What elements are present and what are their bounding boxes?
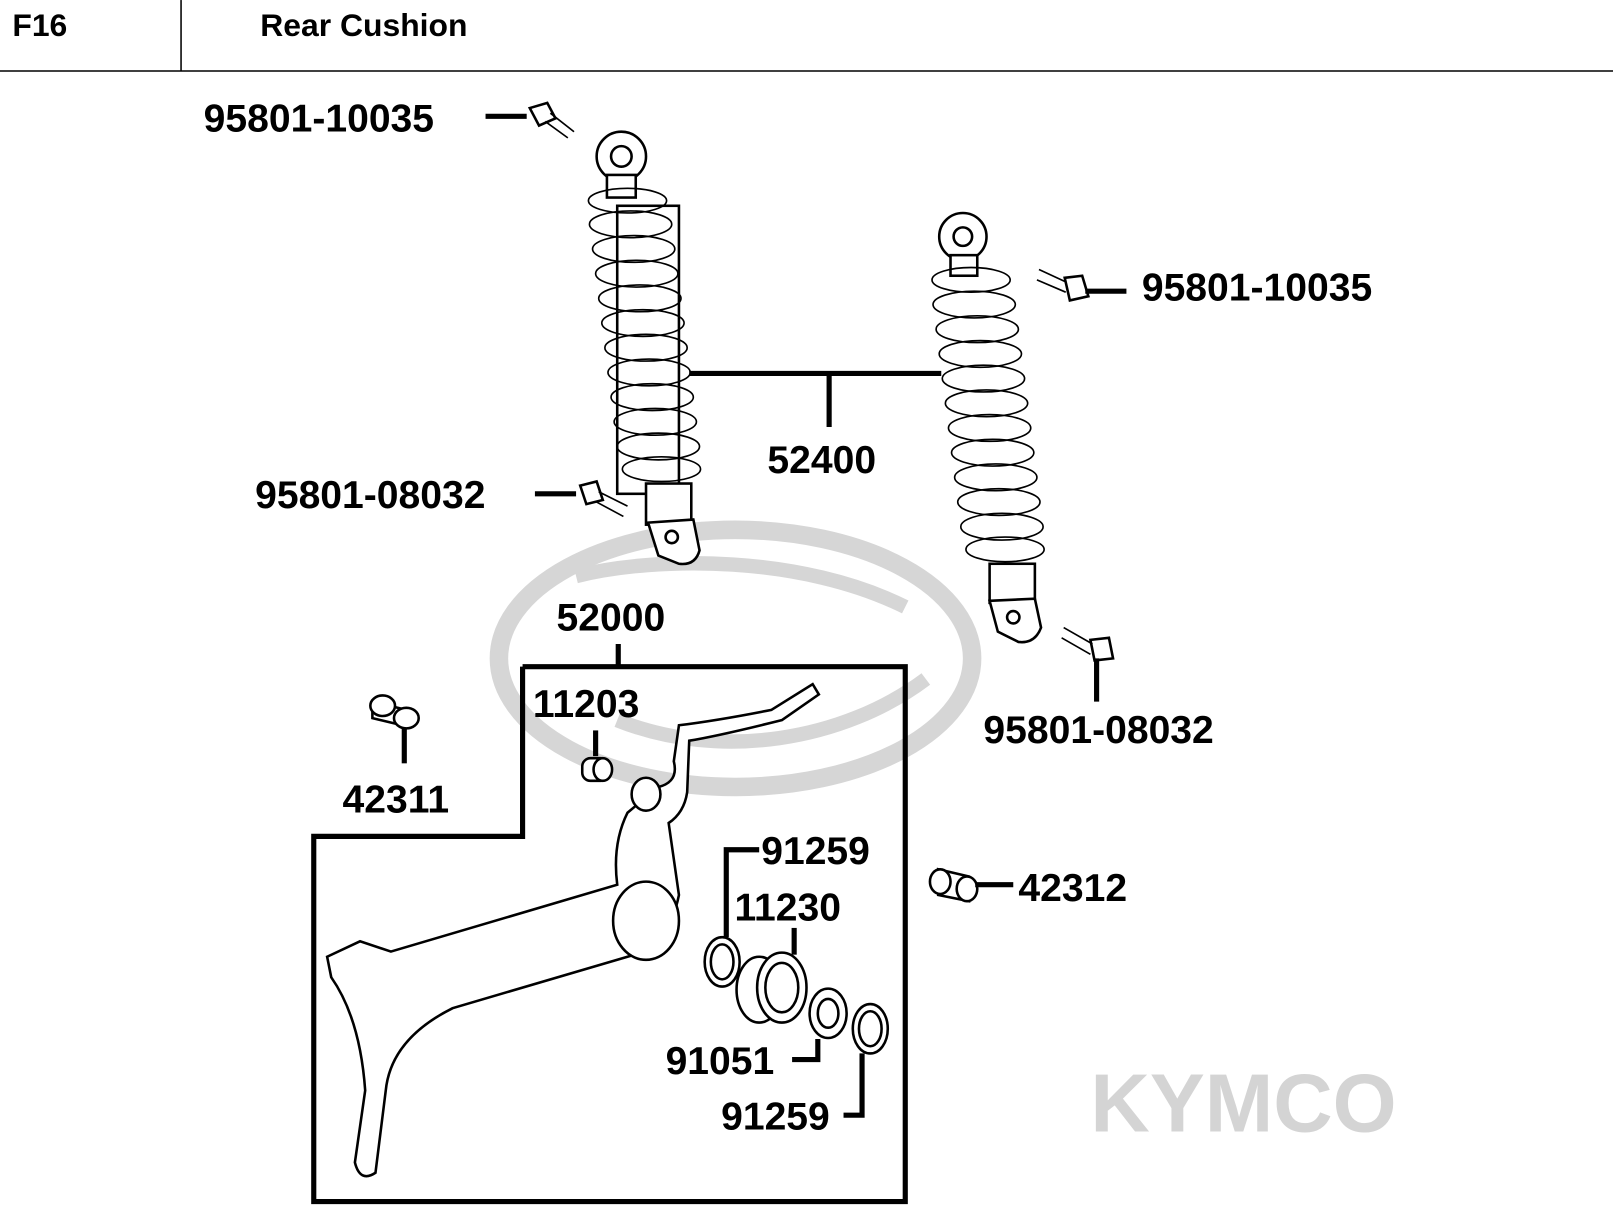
label-oil-seal-top: 91259	[761, 830, 870, 873]
label-oil-seal-bottom: 91259	[721, 1096, 830, 1139]
oil-seal-91259-bottom	[851, 1002, 890, 1055]
bushing-11230	[735, 951, 808, 1024]
label-collar-small: 11203	[533, 683, 640, 726]
label-bolt-top-left: 95801-10035	[204, 98, 434, 141]
collar-42312	[928, 867, 979, 903]
collar-42311	[369, 694, 420, 730]
small-parts	[369, 694, 979, 1055]
leader-lines	[401, 113, 1127, 1118]
rear-cushion-left	[587, 130, 702, 566]
label-collar-right: 42312	[1018, 867, 1127, 910]
label-bolt-bottom-left: 95801-08032	[255, 474, 485, 517]
rear-cushion-right	[931, 211, 1045, 644]
kymco-watermark-logo	[489, 520, 982, 797]
header: F16 Rear Cushion	[0, 0, 1613, 72]
label-bearing: 91051	[666, 1040, 775, 1083]
page-title: Rear Cushion	[260, 7, 467, 43]
oil-seal-91259-top	[703, 935, 741, 988]
bearing-91051	[808, 987, 848, 1040]
label-bracket-assy: 52000	[557, 597, 666, 640]
watermark-brand-text: KYMCO	[1090, 1059, 1396, 1150]
label-bolt-bottom-right: 95801-08032	[983, 709, 1213, 752]
bolt-icons	[527, 101, 1115, 662]
section-code: F16	[12, 7, 67, 43]
label-bushing: 11230	[734, 887, 841, 930]
bracket-assembly	[325, 682, 821, 1178]
label-rear-cushion: 52400	[767, 439, 876, 482]
label-collar-left: 42311	[343, 779, 450, 822]
label-bolt-top-right: 95801-10035	[1142, 266, 1372, 309]
collar-11203	[580, 756, 614, 783]
